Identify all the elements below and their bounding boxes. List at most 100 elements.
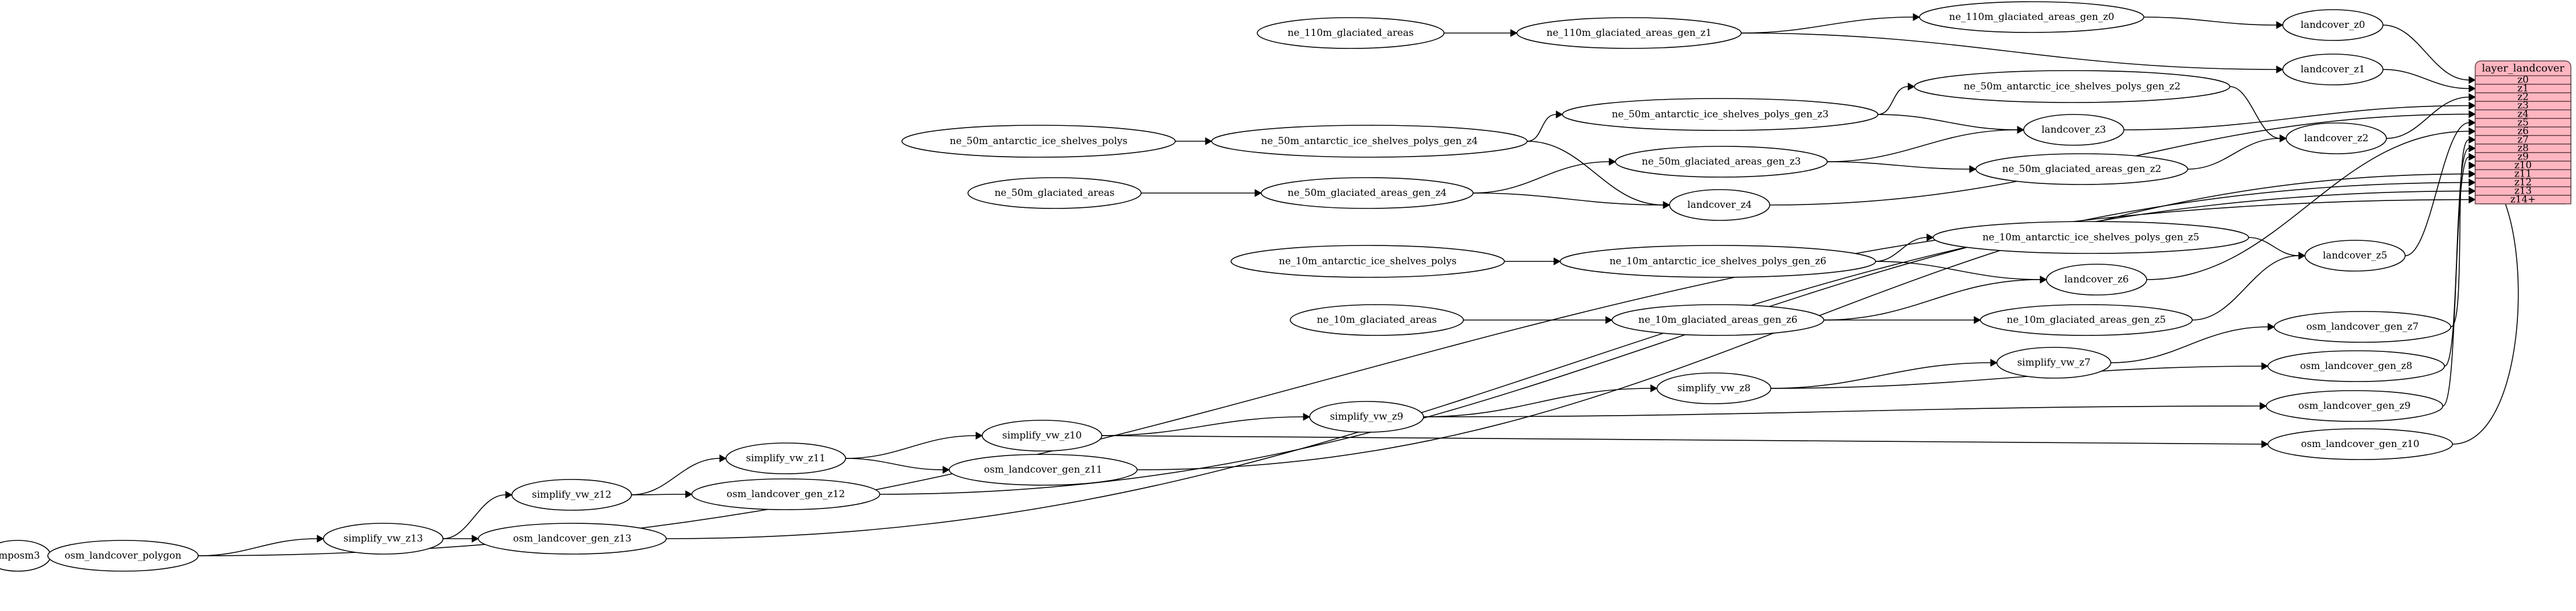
node-label: landcover_z0 [2300,19,2365,31]
node-label: simplify_vw_z10 [1002,430,1082,441]
graph-node-simplify_vw_z13[interactable]: simplify_vw_z13 [323,523,444,555]
graph-node-landcover_z5[interactable]: landcover_z5 [2304,240,2406,272]
edge-arrowhead [1510,29,1518,37]
node-shape [1560,245,1876,278]
layer-table-cell-z12: z12 [2515,177,2532,188]
graph-edge [845,458,950,474]
graph-node-osm_landcover_gen_z7[interactable]: osm_landcover_gen_z7 [2274,311,2451,343]
graph-node-ne_10m_glaciated_areas_gen_z6[interactable]: ne_10m_glaciated_areas_gen_z6 [1611,304,1824,336]
node-shape [2286,122,2387,154]
graph-node-landcover_z6[interactable]: landcover_z6 [2046,264,2147,296]
graph-node-osm_landcover_gen_z12[interactable]: osm_landcover_gen_z12 [691,478,880,510]
graph-node-ne_10m_antarctic_ice_shelves_polys[interactable]: ne_10m_antarctic_ice_shelves_polys [1230,245,1505,278]
graph-node-osm_landcover_gen_z9[interactable]: osm_landcover_gen_z9 [2266,390,2443,422]
node-label: ne_10m_antarctic_ice_shelves_polys_gen_z… [1983,232,2200,243]
node-label: imposm3 [0,550,40,561]
graph-node-ne_10m_glaciated_areas_gen_z5[interactable]: ne_10m_glaciated_areas_gen_z5 [1980,304,2193,336]
graph-node-ne_10m_antarctic_ice_shelves_polys_gen_z5[interactable]: ne_10m_antarctic_ice_shelves_polys_gen_z… [1933,221,2249,254]
graph-node-ne_50m_antarctic_ice_shelves_polys[interactable]: ne_50m_antarctic_ice_shelves_polys [901,125,1176,158]
graph-node-ne_50m_glaciated_areas_gen_z3[interactable]: ne_50m_glaciated_areas_gen_z3 [1615,146,1828,178]
node-shape [2267,428,2453,460]
graph-edge [1877,83,1915,115]
edge-line [666,190,2470,539]
graph-edge [2386,93,2476,139]
edge-arrowhead [1913,13,1921,21]
edge-line [1823,279,2041,321]
node-shape [1611,304,1824,336]
layer-table-title: layer_landcover [2482,63,2565,75]
graph-node-osm_landcover_polygon[interactable]: osm_landcover_polygon [47,540,199,572]
node-label: landcover_z6 [2064,274,2128,285]
edge-line [879,182,2470,495]
edge-arrowhead [2468,127,2476,136]
edge-arrowhead [1663,201,1671,209]
node-shape [1516,17,1742,49]
layer-table-row-z14+[interactable] [2475,195,2571,204]
node-label: simplify_vw_z8 [1677,383,1751,394]
layer-table[interactable]: layer_landcoverz0z1z2z3z4z5z6z7z8z9z10z1… [2475,60,2571,206]
node-label: osm_landcover_gen_z8 [2300,360,2412,372]
node-shape [982,420,1102,452]
graph-node-ne_10m_glaciated_areas[interactable]: ne_10m_glaciated_areas [1290,304,1464,336]
graph-node-osm_landcover_gen_z13[interactable]: osm_landcover_gen_z13 [478,523,667,555]
edge-line [2442,156,2470,407]
edge-line [1875,237,1927,262]
graph-node-landcover_z4[interactable]: landcover_z4 [1669,189,1770,221]
edge-line [1827,129,2018,162]
edge-line [2123,105,2470,130]
node-label: osm_landcover_gen_z12 [727,489,845,500]
graph-node-osm_landcover_gen_z11[interactable]: osm_landcover_gen_z11 [949,454,1138,486]
edge-arrowhead [505,491,513,499]
edge-layer [41,13,2519,560]
graph-node-osm_landcover_gen_z10[interactable]: osm_landcover_gen_z10 [2267,428,2453,460]
graph-node-ne_50m_antarctic_ice_shelves_polys_gen_z4[interactable]: ne_50m_antarctic_ice_shelves_polys_gen_z… [1211,125,1528,158]
graph-node-simplify_vw_z10[interactable]: simplify_vw_z10 [982,420,1102,452]
graph-node-landcover_z2[interactable]: landcover_z2 [2286,122,2387,154]
graph-node-simplify_vw_z12[interactable]: simplify_vw_z12 [511,479,632,511]
node-label: ne_10m_glaciated_areas_gen_z5 [2007,314,2165,326]
graph-node-ne_110m_glaciated_areas_gen_z1[interactable]: ne_110m_glaciated_areas_gen_z1 [1516,17,1742,49]
node-label: ne_50m_glaciated_areas_gen_z4 [1287,187,1446,199]
graph-edge [879,178,2476,495]
edge-arrowhead [2276,65,2284,73]
graph-node-landcover_z1[interactable]: landcover_z1 [2282,54,2384,85]
graph-edge [442,491,513,539]
node-shape [2046,264,2147,296]
node-shape [1669,189,1770,221]
graph-node-simplify_vw_z9[interactable]: simplify_vw_z9 [1309,401,1424,433]
graph-node-ne_50m_glaciated_areas_gen_z2[interactable]: ne_50m_glaciated_areas_gen_z2 [1975,153,2188,185]
graph-edge [2192,252,2306,321]
graph-node-ne_10m_antarctic_ice_shelves_polys_gen_z6[interactable]: ne_10m_antarctic_ice_shelves_polys_gen_z… [1560,245,1876,278]
graph-node-ne_50m_antarctic_ice_shelves_polys_gen_z3[interactable]: ne_50m_antarctic_ice_shelves_polys_gen_z… [1562,98,1878,131]
node-shape [1211,125,1528,158]
graph-node-ne_50m_antarctic_ice_shelves_polys_gen_z2[interactable]: ne_50m_antarctic_ice_shelves_polys_gen_z… [1914,70,2230,103]
layer-table-cell-z5: z5 [2517,117,2529,129]
layer-table-cell-z14+: z14+ [2511,194,2536,206]
node-shape [1309,401,1424,433]
node-label: ne_110m_glaciated_areas [1287,27,1414,39]
edge-line [2143,17,2277,26]
node-label: ne_50m_glaciated_areas [995,187,1115,199]
node-label: ne_10m_antarctic_ice_shelves_polys [1279,256,1457,267]
node-label: osm_landcover_polygon [64,550,181,561]
graph-node-ne_110m_glaciated_areas_gen_z0[interactable]: ne_110m_glaciated_areas_gen_z0 [1919,1,2144,33]
graph-node-osm_landcover_gen_z8[interactable]: osm_landcover_gen_z8 [2267,350,2445,382]
graph-node-landcover_z0[interactable]: landcover_z0 [2282,9,2384,41]
edge-arrowhead [2468,84,2476,93]
node-shape [2266,390,2443,422]
graph-node-ne_110m_glaciated_areas[interactable]: ne_110m_glaciated_areas [1257,17,1445,49]
graph-node-imposm3[interactable]: imposm3 [0,540,51,572]
node-label: simplify_vw_z12 [532,489,612,501]
graph-node-simplify_vw_z11[interactable]: simplify_vw_z11 [725,442,846,474]
graph-node-simplify_vw_z8[interactable]: simplify_vw_z8 [1656,372,1771,404]
node-label: landcover_z1 [2300,64,2365,75]
edge-arrowhead [2468,76,2476,84]
graph-node-simplify_vw_z7[interactable]: simplify_vw_z7 [1996,347,2111,379]
graph-node-ne_50m_glaciated_areas_gen_z4[interactable]: ne_50m_glaciated_areas_gen_z4 [1261,177,1474,209]
graph-node-ne_50m_glaciated_areas[interactable]: ne_50m_glaciated_areas [967,177,1142,209]
edge-line [1101,435,2262,445]
edge-arrowhead [1303,413,1311,421]
graph-edge [1827,161,1977,173]
graph-node-landcover_z3[interactable]: landcover_z3 [2023,114,2124,146]
